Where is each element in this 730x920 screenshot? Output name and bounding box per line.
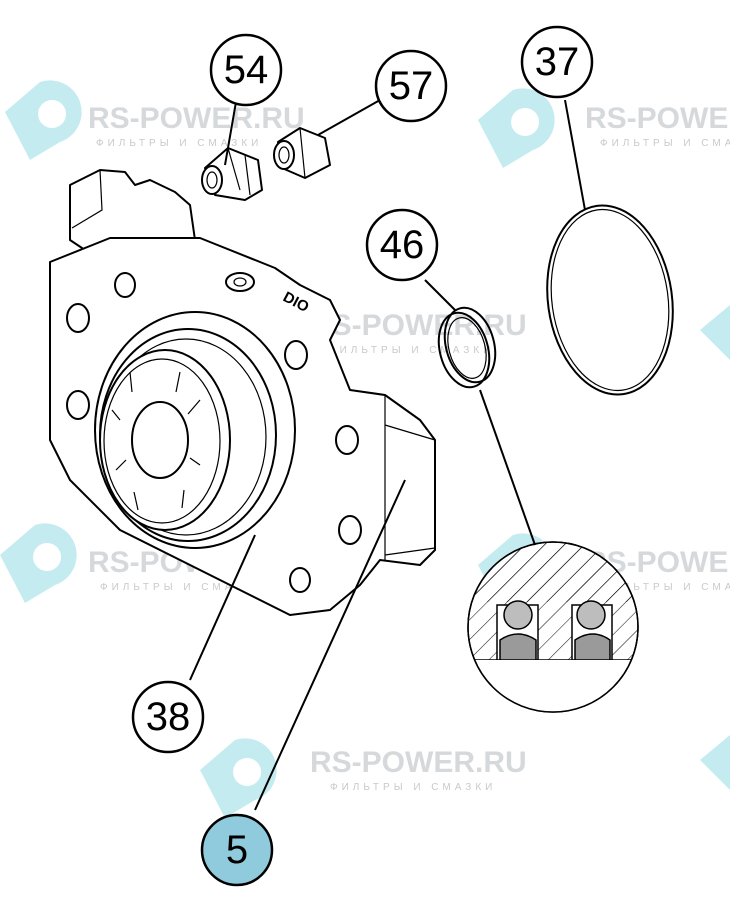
leader-37 <box>564 99 586 211</box>
o-ring-section <box>576 600 606 630</box>
watermark-logo-icon <box>700 305 730 360</box>
watermark-tagline: ФИЛЬТРЫ И СМАЗКИ <box>328 345 494 356</box>
leader-46-detail <box>479 389 536 546</box>
watermark-1: RS-POWER.RU ФИЛЬТРЫ И СМАЗКИ <box>5 80 305 160</box>
callout-57: 57 <box>374 49 448 123</box>
watermark-brand: RS-POWER.RU <box>310 746 527 779</box>
leader-38 <box>189 534 256 681</box>
callout-37: 37 <box>520 25 594 99</box>
watermark-2: RS-POWER.RU ФИЛЬТРЫ И СМАЗКИ <box>478 88 730 168</box>
watermark-tagline: ФИЛЬТРЫ И СМАЗКИ <box>600 582 730 593</box>
o-ring-37 <box>546 204 674 396</box>
bolt-hole <box>335 425 359 455</box>
watermark-logo-icon <box>5 80 82 160</box>
watermark-logo-icon <box>0 523 77 603</box>
bolt-hole <box>338 515 362 545</box>
backup-ring-section <box>499 633 537 661</box>
callout-label: 5 <box>226 828 248 872</box>
pump-body: DIO <box>49 169 436 616</box>
bolt-hole <box>114 272 136 298</box>
callout-38: 38 <box>131 680 205 754</box>
bolt-hole <box>66 303 90 333</box>
callout-label: 37 <box>535 40 580 84</box>
watermark-logo-icon <box>700 735 730 790</box>
callout-label: 38 <box>146 695 191 739</box>
callout-label: 54 <box>224 48 269 92</box>
callout-5: 5 <box>200 813 274 887</box>
watermark-6: RS-POWER.RU ФИЛЬТРЫ И СМАЗКИ <box>200 738 527 818</box>
watermark-logo-icon <box>478 88 555 168</box>
leader-lines <box>189 99 586 811</box>
leader-46 <box>424 279 456 311</box>
callout-label: 46 <box>380 223 425 267</box>
watermark-tagline: ФИЛЬТРЫ И СМАЗКИ <box>600 138 730 149</box>
o-ring-section <box>503 600 533 630</box>
leader-54 <box>224 101 237 166</box>
callout-54: 54 <box>209 33 283 107</box>
seal-46 <box>437 306 497 389</box>
leader-5 <box>254 479 406 811</box>
watermark-tagline: ФИЛЬТРЫ И СМАЗКИ <box>100 582 266 593</box>
nut-57 <box>273 127 331 179</box>
watermark-brand: RS-POWER.RU <box>88 102 305 135</box>
bolt-hole <box>66 390 90 420</box>
center-bore <box>131 401 189 479</box>
top-port <box>225 272 255 292</box>
rotor-slots <box>111 371 201 511</box>
watermark-logo-icon <box>200 738 277 818</box>
fitting-54 <box>201 147 263 201</box>
callout-label: 57 <box>389 64 434 108</box>
bolt-hole <box>284 340 308 370</box>
bolt-hole <box>289 567 311 593</box>
watermark-tagline: ФИЛЬТРЫ И СМАЗКИ <box>96 138 262 149</box>
watermark-brand: RS-POWER.RU <box>585 102 730 135</box>
watermark-edge-marks <box>700 305 730 790</box>
watermark-tagline: ФИЛЬТРЫ И СМАЗКИ <box>330 782 496 793</box>
leader-57 <box>317 99 381 136</box>
backup-ring-section <box>574 633 611 661</box>
callout-46: 46 <box>365 208 439 282</box>
watermark-brand: RS-POWER.RU <box>310 309 527 342</box>
